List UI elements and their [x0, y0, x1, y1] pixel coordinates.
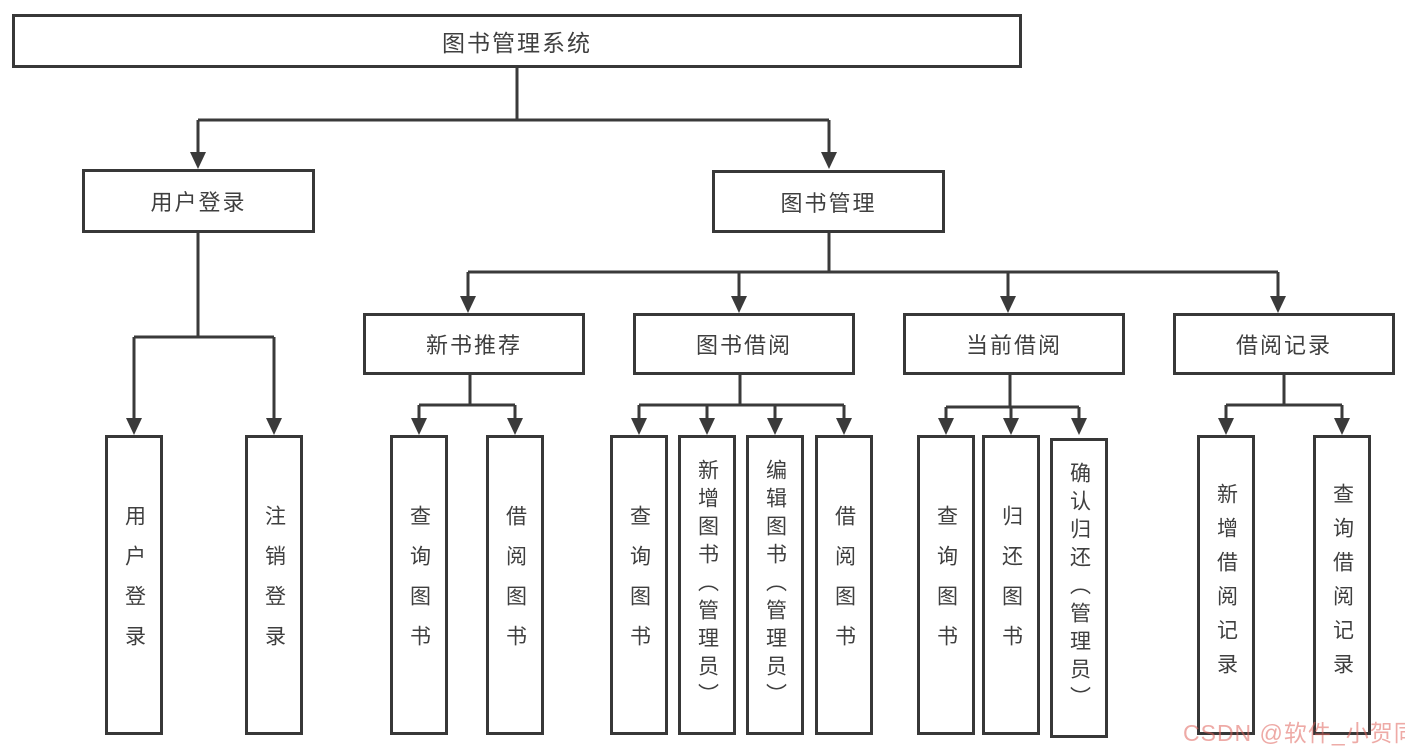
leaf-return-book: 归还图书	[982, 435, 1040, 735]
leaf-query-borrow-record-label: 查询借阅记录	[1330, 483, 1354, 687]
node-current-borrow-label: 当前借阅	[965, 333, 1062, 358]
leaf-query-book-3-label: 查询图书	[934, 505, 958, 665]
leaf-logout-label: 注销登录	[262, 505, 286, 665]
leaf-add-borrow-record: 新增借阅记录	[1197, 435, 1255, 735]
node-new-book-recommend-label: 新书推荐	[425, 333, 522, 358]
node-borrow-records-label: 借阅记录	[1235, 333, 1332, 358]
csdn-watermark: CSDN @软件_小贺同学	[1183, 720, 1405, 746]
node-current-borrow: 当前借阅	[903, 313, 1125, 375]
node-new-book-recommend: 新书推荐	[363, 313, 585, 375]
leaf-confirm-return-admin-label: 确认归还（管理员）	[1067, 462, 1091, 714]
leaf-return-book-label: 归还图书	[999, 505, 1023, 665]
leaf-confirm-return-admin: 确认归还（管理员）	[1050, 438, 1108, 738]
node-user-login: 用户登录	[82, 169, 315, 233]
node-book-management-label: 图书管理	[780, 190, 877, 216]
leaf-user-login-label: 用户登录	[122, 505, 146, 665]
leaf-query-book-3: 查询图书	[917, 435, 975, 735]
leaf-query-book-2-label: 查询图书	[627, 505, 651, 665]
node-book-borrow: 图书借阅	[633, 313, 855, 375]
leaf-add-book-admin: 新增图书（管理员）	[678, 435, 736, 735]
leaf-borrow-book-2-label: 借阅图书	[832, 505, 856, 665]
leaf-borrow-book-2: 借阅图书	[815, 435, 873, 735]
node-root-label: 图书管理系统	[442, 30, 592, 56]
node-book-borrow-label: 图书借阅	[695, 333, 792, 358]
leaf-edit-book-admin: 编辑图书（管理员）	[746, 435, 804, 735]
leaf-edit-book-admin-label: 编辑图书（管理员）	[763, 459, 787, 711]
node-borrow-records: 借阅记录	[1173, 313, 1395, 375]
leaf-query-book-2: 查询图书	[610, 435, 668, 735]
leaf-add-book-admin-label: 新增图书（管理员）	[695, 459, 719, 711]
leaf-logout: 注销登录	[245, 435, 303, 735]
leaf-borrow-book-1-label: 借阅图书	[503, 505, 527, 665]
leaf-borrow-book-1: 借阅图书	[486, 435, 544, 735]
leaf-query-borrow-record: 查询借阅记录	[1313, 435, 1371, 735]
node-root: 图书管理系统	[12, 14, 1022, 68]
leaf-user-login: 用户登录	[105, 435, 163, 735]
leaf-add-borrow-record-label: 新增借阅记录	[1214, 483, 1238, 687]
node-user-login-label: 用户登录	[150, 190, 247, 215]
leaf-query-book-1-label: 查询图书	[407, 505, 431, 665]
node-book-management: 图书管理	[712, 170, 945, 233]
leaf-query-book-1: 查询图书	[390, 435, 448, 735]
